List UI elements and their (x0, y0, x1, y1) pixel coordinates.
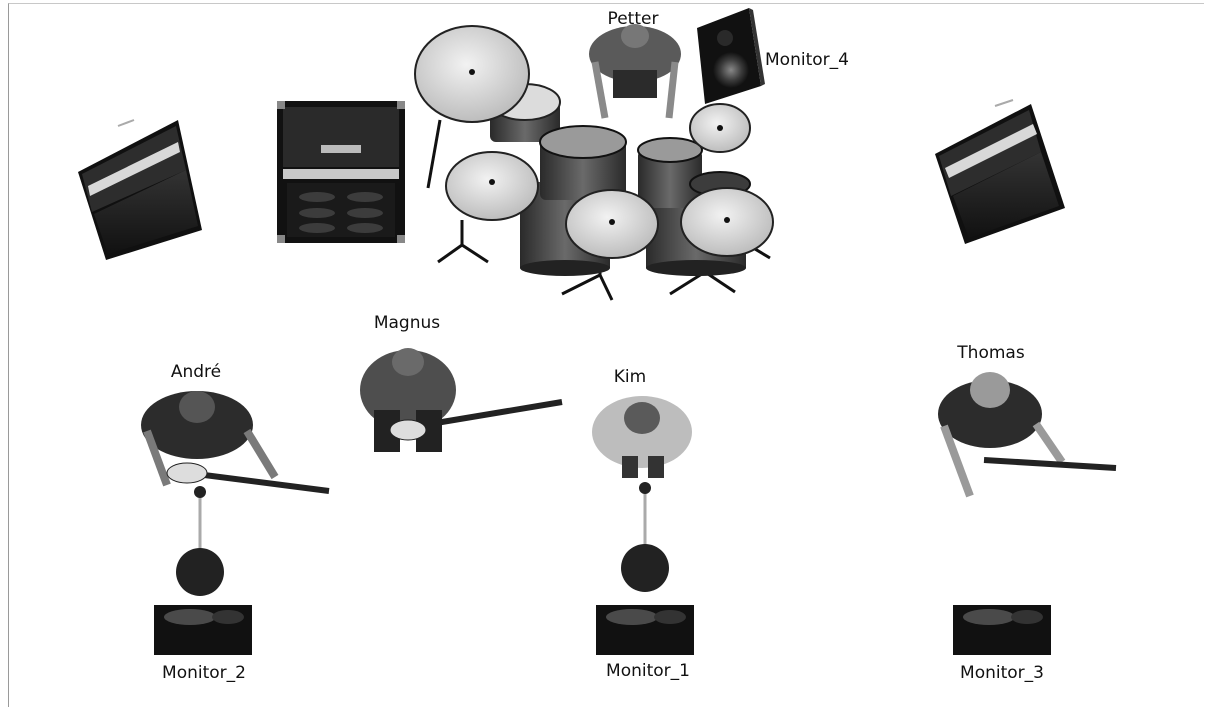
musician-icon[interactable] (360, 348, 563, 452)
performer-label-petter: Petter (607, 9, 659, 29)
guitar-icon (983, 457, 1117, 471)
performer-label-kim: Kim (613, 367, 647, 387)
drum-kit-icon[interactable] (414, 25, 774, 301)
musician-icon[interactable] (592, 396, 692, 478)
microphone-stand-icon[interactable] (621, 482, 669, 592)
monitor-speaker-icon[interactable] (596, 605, 694, 655)
monitor-label-2: Monitor_2 (162, 663, 246, 683)
monitor-speaker-icon[interactable] (953, 605, 1051, 655)
monitor-label-4: Monitor_4 (765, 50, 849, 70)
performer-label-thomas: Thomas (957, 343, 1025, 363)
amplifier-icon[interactable] (78, 119, 202, 260)
musician-icon[interactable] (589, 24, 681, 119)
monitor-speaker-icon[interactable] (154, 605, 252, 655)
performer-label-magnus: Magnus (373, 313, 441, 333)
monitor-label-3: Monitor_3 (960, 663, 1044, 683)
amplifier-icon[interactable] (935, 99, 1065, 244)
bass-amplifier-icon[interactable] (277, 101, 405, 243)
musician-icon[interactable] (141, 391, 330, 494)
microphone-stand-icon[interactable] (176, 486, 224, 596)
performer-label-andre: André (170, 362, 222, 382)
musician-icon[interactable] (938, 372, 1117, 498)
monitor-label-1: Monitor_1 (606, 661, 690, 681)
monitor-speaker-icon[interactable] (697, 8, 765, 104)
